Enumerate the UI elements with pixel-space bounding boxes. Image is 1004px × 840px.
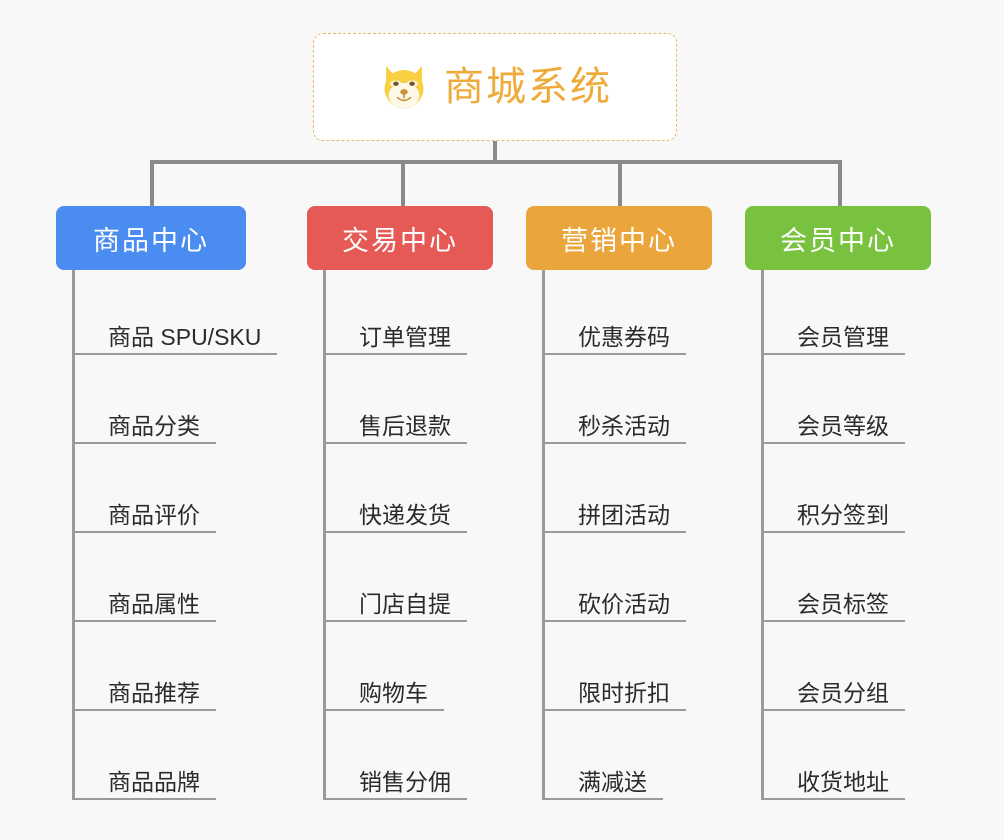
- branch-drop-connector-2: [401, 160, 405, 206]
- leaf-item-label: 购物车: [359, 680, 428, 706]
- leaf-spine-line: [323, 270, 326, 798]
- leaf-item-label: 商品分类: [108, 413, 200, 439]
- branch-header-label: 商品中心: [93, 225, 209, 256]
- leaf-item-underline: [72, 531, 216, 533]
- leaf-item-underline: [72, 353, 278, 355]
- leaf-item-underline: [761, 353, 905, 355]
- leaf-item-label: 销售分佣: [359, 769, 451, 795]
- leaf-item-underline: [761, 620, 905, 622]
- leaf-item-label: 会员标签: [797, 591, 889, 617]
- root-label: 商城系统: [444, 65, 612, 109]
- leaf-item-underline: [542, 620, 686, 622]
- leaf-item-underline: [323, 709, 444, 711]
- leaf-spine-line: [542, 270, 545, 798]
- branch-header-product-center[interactable]: 商品中心: [56, 206, 246, 270]
- leaf-item-underline: [323, 620, 467, 622]
- branch-header-trade-center[interactable]: 交易中心: [307, 206, 493, 270]
- leaf-item-label: 积分签到: [797, 502, 889, 528]
- root-stem-connector: [493, 141, 497, 162]
- leaf-item-label: 会员等级: [797, 413, 889, 439]
- shiba-dog-face-icon: [384, 65, 424, 109]
- leaf-item-label: 会员管理: [797, 324, 889, 350]
- branch-bus-connector: [150, 160, 842, 164]
- leaf-item-label: 满减送: [578, 769, 647, 795]
- leaf-item-underline: [761, 442, 905, 444]
- leaf-item-label: 优惠券码: [578, 324, 670, 350]
- branch-drop-connector-4: [838, 160, 842, 206]
- leaf-item-label: 商品属性: [108, 591, 200, 617]
- leaf-item-underline: [323, 798, 467, 800]
- leaf-item-label: 订单管理: [359, 324, 451, 350]
- leaf-item-underline: [542, 798, 663, 800]
- root-node[interactable]: 商城系统: [313, 33, 677, 141]
- leaf-item-underline: [323, 353, 467, 355]
- leaf-item-underline: [323, 442, 467, 444]
- branch-header-label: 营销中心: [561, 225, 677, 256]
- branch-header-member-center[interactable]: 会员中心: [745, 206, 931, 270]
- leaf-item-underline: [542, 442, 686, 444]
- leaf-item-label: 门店自提: [359, 591, 451, 617]
- leaf-item-label: 会员分组: [797, 680, 889, 706]
- leaf-item-label: 商品评价: [108, 502, 200, 528]
- branch-header-marketing-center[interactable]: 营销中心: [526, 206, 712, 270]
- branch-drop-connector-3: [618, 160, 622, 206]
- leaf-spine-line: [761, 270, 764, 798]
- leaf-item-label: 砍价活动: [578, 591, 670, 617]
- leaf-item-label: 限时折扣: [578, 680, 670, 706]
- leaf-item-label: 拼团活动: [578, 502, 670, 528]
- leaf-item-underline: [72, 620, 216, 622]
- leaf-item-label: 收货地址: [797, 769, 889, 795]
- leaf-item-underline: [761, 531, 905, 533]
- leaf-item-underline: [323, 531, 467, 533]
- leaf-item-underline: [72, 442, 216, 444]
- leaf-item-label: 商品推荐: [108, 680, 200, 706]
- branch-drop-connector-1: [150, 160, 154, 206]
- leaf-item-label: 快递发货: [359, 502, 451, 528]
- branch-header-label: 交易中心: [342, 225, 458, 256]
- leaf-item-underline: [72, 798, 216, 800]
- leaf-item-underline: [761, 798, 905, 800]
- branch-header-label: 会员中心: [780, 225, 896, 256]
- leaf-item-underline: [72, 709, 216, 711]
- leaf-item-underline: [542, 353, 686, 355]
- leaf-item-underline: [542, 709, 686, 711]
- leaf-item-label: 秒杀活动: [578, 413, 670, 439]
- leaf-item-underline: [542, 531, 686, 533]
- leaf-item-label: 商品 SPU/SKU: [108, 324, 262, 350]
- leaf-item-label: 售后退款: [359, 413, 451, 439]
- leaf-item-label: 商品品牌: [108, 769, 200, 795]
- leaf-spine-line: [72, 270, 75, 798]
- leaf-item-underline: [761, 709, 905, 711]
